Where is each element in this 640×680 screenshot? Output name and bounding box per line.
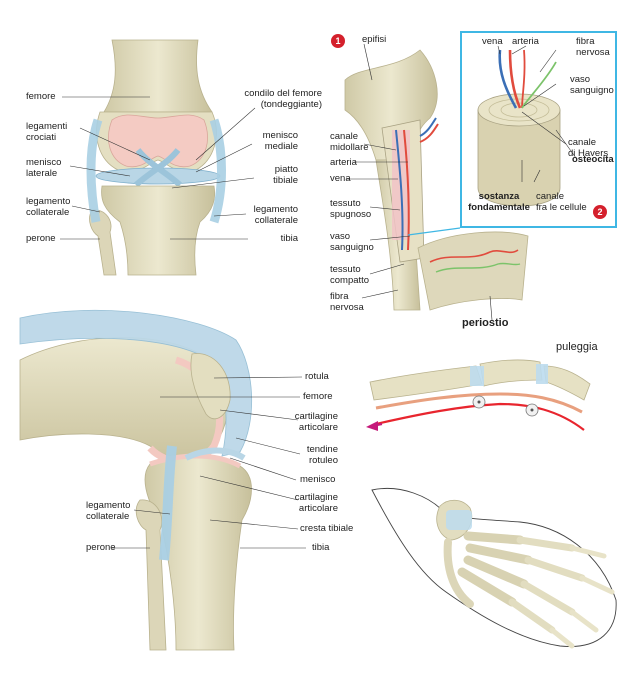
label-tibia-side: tibia [312,542,330,553]
knee-side-illustration [19,309,253,651]
badge-2: 2 [593,205,607,219]
long-bone-illustration [344,49,529,311]
label-puleggia: puleggia [556,341,598,353]
label-femore-front: femore [26,91,56,102]
label-perone-side: perone [86,542,116,553]
label-femore-side: femore [303,391,333,402]
osteon-inset-frame [460,31,617,228]
label-tibia-front: tibia [280,233,298,244]
label-rotula: rotula [305,371,329,382]
knee-front-illustration [86,39,226,276]
label-periostio: periostio [462,317,509,329]
label-vena-osteon: vena [482,36,503,47]
label-arteria-bone: arteria [330,157,357,168]
label-cresta-tibiale: cresta tibiale [300,523,354,534]
leader-lines [60,43,577,549]
osteon-illustration [477,49,561,207]
label-osteocita: osteocita [572,154,614,165]
label-perone-front: perone [26,233,56,244]
label-vena-bone: vena [330,173,351,184]
label-menisco-side: menisco [300,474,336,485]
badge-1: 1 [331,34,345,48]
label-condilo-femore: condilo del femore(tondeggiante) [244,88,322,110]
label-epifisi: epifisi [362,34,387,45]
hand-skeleton-illustration [371,488,617,649]
label-arteria-osteon: arteria [512,36,539,47]
finger-pulley-illustration [366,359,591,431]
